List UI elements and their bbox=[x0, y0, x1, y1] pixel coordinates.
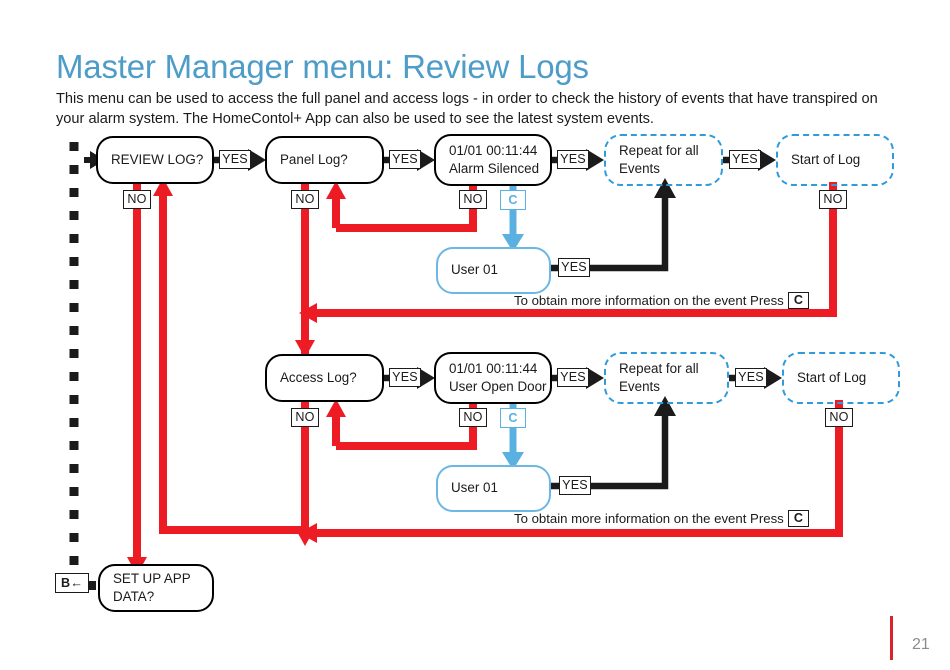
node-repeat-for-all-events-row1[interactable]: Repeat for all Events bbox=[604, 134, 723, 186]
yes-tag-event-to-repeat-row2: YES bbox=[557, 368, 589, 387]
user-label: User 01 bbox=[451, 262, 498, 278]
node-user-01-row2[interactable]: User 01 bbox=[436, 465, 551, 512]
node-user-01-row1[interactable]: User 01 bbox=[436, 247, 551, 294]
repeat-label-line1: Repeat for all bbox=[619, 360, 699, 376]
yes-tag-event-to-repeat-row1: YES bbox=[557, 150, 589, 169]
yes-tag-repeat-to-start-row1: YES bbox=[729, 150, 761, 169]
node-event-alarm-silenced[interactable]: 01/01 00:11:44 Alarm Silenced bbox=[434, 134, 552, 186]
back-key-tag[interactable]: B← bbox=[55, 573, 89, 593]
no-tag-review-log: NO bbox=[123, 190, 151, 209]
footer-rule bbox=[890, 616, 894, 660]
note-c-key-row1: C bbox=[788, 292, 809, 309]
no-tag-event-row1: NO bbox=[459, 190, 487, 209]
event-description: User Open Door bbox=[449, 379, 547, 394]
note-row1: To obtain more information on the event … bbox=[514, 293, 784, 308]
node-panel-log-label: Panel Log? bbox=[280, 151, 348, 167]
yes-tag-panel-to-event: YES bbox=[389, 150, 421, 169]
c-key-tag-row1: C bbox=[500, 190, 526, 210]
black-arrow-heads bbox=[248, 149, 782, 416]
red-arrow-heads bbox=[127, 178, 346, 575]
node-start-of-log-row2[interactable]: Start of Log bbox=[782, 352, 900, 404]
c-key-tag-row2: C bbox=[500, 408, 526, 428]
node-set-up-app-data[interactable]: SET UP APP DATA? bbox=[98, 564, 214, 612]
repeat-label-line2: Events bbox=[619, 379, 660, 394]
repeat-label-line1: Repeat for all bbox=[619, 142, 699, 158]
page-title: Master Manager menu: Review Logs bbox=[56, 48, 589, 85]
node-repeat-for-all-events-row2[interactable]: Repeat for all Events bbox=[604, 352, 729, 404]
setup-app-line1: SET UP APP bbox=[113, 570, 191, 586]
intro-paragraph: This menu can be used to access the full… bbox=[56, 91, 878, 127]
blue-c-arrow-heads bbox=[502, 234, 524, 470]
page-number: 21 bbox=[912, 636, 930, 653]
no-tag-start-of-log-row2: NO bbox=[825, 408, 853, 427]
node-review-log-label: REVIEW LOG? bbox=[111, 151, 204, 167]
yes-tag-access-to-event: YES bbox=[389, 368, 421, 387]
yes-tag-repeat-to-start-row2: YES bbox=[735, 368, 767, 387]
yes-tag-review-to-panel: YES bbox=[219, 150, 251, 169]
repeat-label-line2: Events bbox=[619, 161, 660, 176]
no-tag-event-row2: NO bbox=[459, 408, 487, 427]
entry-arrow-setup-app bbox=[88, 581, 96, 590]
node-review-log[interactable]: REVIEW LOG? bbox=[96, 136, 214, 184]
node-panel-log[interactable]: Panel Log? bbox=[265, 136, 384, 184]
node-access-log[interactable]: Access Log? bbox=[265, 354, 384, 402]
yes-tag-user-row2: YES bbox=[559, 476, 591, 495]
no-tag-access-log: NO bbox=[291, 408, 319, 427]
node-event-user-open-door[interactable]: 01/01 00:11:44 User Open Door bbox=[434, 352, 552, 404]
start-of-log-label: Start of Log bbox=[797, 369, 867, 385]
event-timestamp: 01/01 00:11:44 bbox=[449, 142, 538, 158]
event-timestamp: 01/01 00:11:44 bbox=[449, 360, 538, 376]
setup-app-line2: DATA? bbox=[113, 589, 155, 604]
user-label: User 01 bbox=[451, 480, 498, 496]
node-start-of-log-row1[interactable]: Start of Log bbox=[776, 134, 894, 186]
event-description: Alarm Silenced bbox=[449, 161, 540, 176]
start-of-log-label: Start of Log bbox=[791, 151, 861, 167]
no-tag-start-of-log-row1: NO bbox=[819, 190, 847, 209]
no-tag-panel-log: NO bbox=[291, 190, 319, 209]
yes-tag-user-row1: YES bbox=[558, 258, 590, 277]
note-c-key-row2: C bbox=[788, 510, 809, 527]
note-row2: To obtain more information on the event … bbox=[514, 511, 784, 526]
node-access-log-label: Access Log? bbox=[280, 369, 357, 385]
